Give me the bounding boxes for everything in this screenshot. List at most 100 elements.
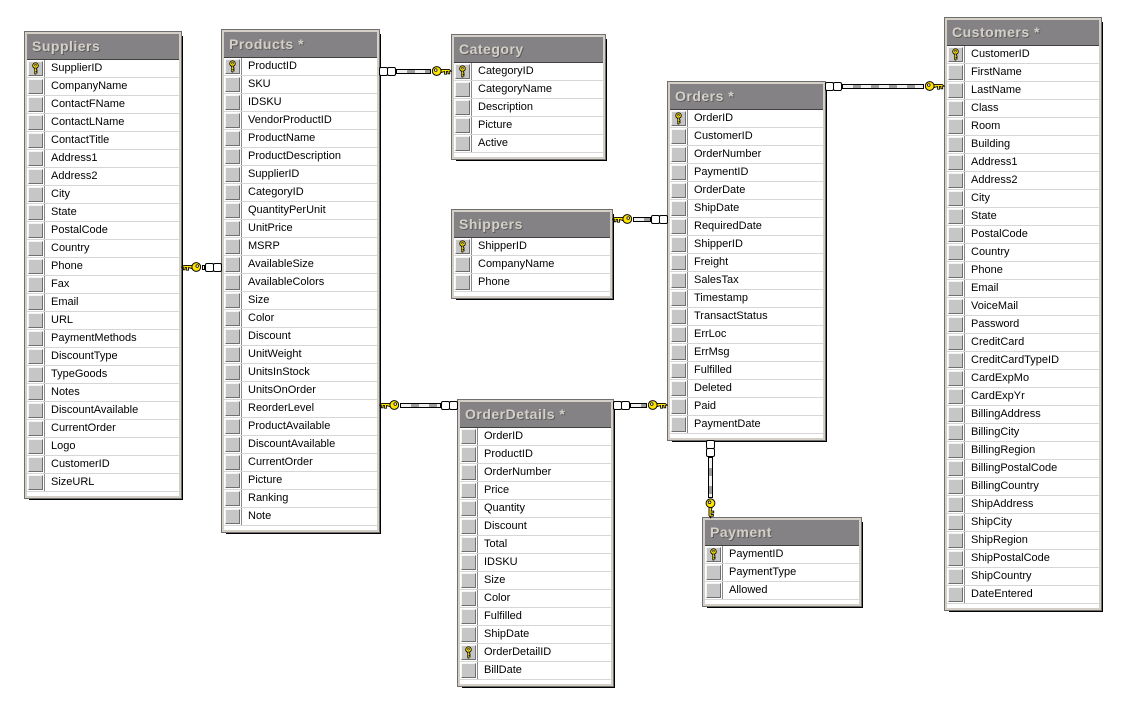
field-row-orderdetails-price[interactable]: Price (460, 482, 611, 500)
field-row-customers-billingpostalcode[interactable]: BillingPostalCode (947, 460, 1099, 478)
field-row-orderdetails-fulfilled[interactable]: Fulfilled (460, 608, 611, 626)
field-row-orderdetails-orderdetailid[interactable]: OrderDetailID (460, 644, 611, 662)
field-row-customers-shipaddress[interactable]: ShipAddress (947, 496, 1099, 514)
field-row-orders-paymentid[interactable]: PaymentID (670, 164, 823, 182)
relationship-connector-orders-customers[interactable] (825, 79, 945, 93)
table-category-header[interactable]: Category (454, 37, 603, 63)
field-row-suppliers-city[interactable]: City (27, 186, 179, 204)
field-row-orders-fulfilled[interactable]: Fulfilled (670, 362, 823, 380)
field-row-products-color[interactable]: Color (224, 310, 377, 328)
field-row-customers-shipcity[interactable]: ShipCity (947, 514, 1099, 532)
field-row-orders-salestax[interactable]: SalesTax (670, 272, 823, 290)
field-row-customers-billingcity[interactable]: BillingCity (947, 424, 1099, 442)
field-row-orders-orderid[interactable]: OrderID (670, 110, 823, 128)
field-row-customers-billingaddress[interactable]: BillingAddress (947, 406, 1099, 424)
relationship-connector-shippers-orders[interactable] (612, 212, 668, 226)
field-row-products-unitsinstock[interactable]: UnitsInStock (224, 364, 377, 382)
field-row-products-unitweight[interactable]: UnitWeight (224, 346, 377, 364)
field-row-suppliers-contactfname[interactable]: ContactFName (27, 96, 179, 114)
field-row-orderdetails-quantity[interactable]: Quantity (460, 500, 611, 518)
field-row-customers-country[interactable]: Country (947, 244, 1099, 262)
field-row-category-description[interactable]: Description (454, 99, 603, 117)
field-row-orders-errloc[interactable]: ErrLoc (670, 326, 823, 344)
field-row-products-productavailable[interactable]: ProductAvailable (224, 418, 377, 436)
field-row-customers-creditcard[interactable]: CreditCard (947, 334, 1099, 352)
field-row-suppliers-email[interactable]: Email (27, 294, 179, 312)
field-row-products-reorderlevel[interactable]: ReorderLevel (224, 400, 377, 418)
field-row-customers-shipcountry[interactable]: ShipCountry (947, 568, 1099, 586)
field-row-customers-customerid[interactable]: CustomerID (947, 46, 1099, 64)
field-row-products-productdescription[interactable]: ProductDescription (224, 148, 377, 166)
field-row-customers-postalcode[interactable]: PostalCode (947, 226, 1099, 244)
field-row-products-quantityperunit[interactable]: QuantityPerUnit (224, 202, 377, 220)
field-row-orderdetails-size[interactable]: Size (460, 572, 611, 590)
field-row-orderdetails-color[interactable]: Color (460, 590, 611, 608)
field-row-products-categoryid[interactable]: CategoryID (224, 184, 377, 202)
field-row-orders-paymentdate[interactable]: PaymentDate (670, 416, 823, 434)
field-row-customers-shipregion[interactable]: ShipRegion (947, 532, 1099, 550)
field-row-orderdetails-discount[interactable]: Discount (460, 518, 611, 536)
field-row-suppliers-currentorder[interactable]: CurrentOrder (27, 420, 179, 438)
field-row-orders-freight[interactable]: Freight (670, 254, 823, 272)
field-row-suppliers-contacttitle[interactable]: ContactTitle (27, 132, 179, 150)
field-row-orders-customerid[interactable]: CustomerID (670, 128, 823, 146)
field-row-suppliers-contactlname[interactable]: ContactLName (27, 114, 179, 132)
field-row-orderdetails-idsku[interactable]: IDSKU (460, 554, 611, 572)
field-row-suppliers-postalcode[interactable]: PostalCode (27, 222, 179, 240)
field-row-suppliers-notes[interactable]: Notes (27, 384, 179, 402)
field-row-customers-firstname[interactable]: FirstName (947, 64, 1099, 82)
field-row-suppliers-fax[interactable]: Fax (27, 276, 179, 294)
table-orders-header[interactable]: Orders * (670, 84, 823, 110)
field-row-products-idsku[interactable]: IDSKU (224, 94, 377, 112)
field-row-suppliers-url[interactable]: URL (27, 312, 179, 330)
table-suppliers-header[interactable]: Suppliers (27, 34, 179, 60)
table-customers-header[interactable]: Customers * (947, 20, 1099, 46)
field-row-products-currentorder[interactable]: CurrentOrder (224, 454, 377, 472)
field-row-shippers-shipperid[interactable]: ShipperID (454, 238, 610, 256)
field-row-products-size[interactable]: Size (224, 292, 377, 310)
field-row-orders-transactstatus[interactable]: TransactStatus (670, 308, 823, 326)
field-row-products-availablecolors[interactable]: AvailableColors (224, 274, 377, 292)
field-row-customers-billingcountry[interactable]: BillingCountry (947, 478, 1099, 496)
field-row-category-categoryname[interactable]: CategoryName (454, 81, 603, 99)
field-row-customers-address2[interactable]: Address2 (947, 172, 1099, 190)
field-row-orderdetails-total[interactable]: Total (460, 536, 611, 554)
field-row-orderdetails-orderid[interactable]: OrderID (460, 428, 611, 446)
field-row-products-unitprice[interactable]: UnitPrice (224, 220, 377, 238)
relationship-connector-products-orderdetails[interactable] (379, 398, 458, 412)
field-row-customers-address1[interactable]: Address1 (947, 154, 1099, 172)
field-row-suppliers-supplierid[interactable]: SupplierID (27, 60, 179, 78)
field-row-products-note[interactable]: Note (224, 508, 377, 526)
field-row-payment-allowed[interactable]: Allowed (705, 582, 859, 600)
field-row-suppliers-state[interactable]: State (27, 204, 179, 222)
field-row-category-active[interactable]: Active (454, 135, 603, 153)
field-row-orderdetails-shipdate[interactable]: ShipDate (460, 626, 611, 644)
field-row-products-productid[interactable]: ProductID (224, 58, 377, 76)
table-orderdetails-header[interactable]: OrderDetails * (460, 402, 611, 428)
field-row-category-categoryid[interactable]: CategoryID (454, 63, 603, 81)
field-row-suppliers-companyname[interactable]: CompanyName (27, 78, 179, 96)
field-row-suppliers-paymentmethods[interactable]: PaymentMethods (27, 330, 179, 348)
field-row-orders-paid[interactable]: Paid (670, 398, 823, 416)
field-row-customers-city[interactable]: City (947, 190, 1099, 208)
field-row-orderdetails-billdate[interactable]: BillDate (460, 662, 611, 680)
field-row-customers-email[interactable]: Email (947, 280, 1099, 298)
field-row-orders-orderdate[interactable]: OrderDate (670, 182, 823, 200)
field-row-suppliers-address2[interactable]: Address2 (27, 168, 179, 186)
field-row-suppliers-typegoods[interactable]: TypeGoods (27, 366, 179, 384)
field-row-products-supplierid[interactable]: SupplierID (224, 166, 377, 184)
relationship-connector-orderdetails-orders[interactable] (613, 398, 668, 412)
field-row-products-picture[interactable]: Picture (224, 472, 377, 490)
table-products-header[interactable]: Products * (224, 32, 377, 58)
field-row-category-picture[interactable]: Picture (454, 117, 603, 135)
field-row-customers-phone[interactable]: Phone (947, 262, 1099, 280)
field-row-customers-creditcardtypeid[interactable]: CreditCardTypeID (947, 352, 1099, 370)
field-row-customers-cardexpyr[interactable]: CardExpYr (947, 388, 1099, 406)
field-row-orders-deleted[interactable]: Deleted (670, 380, 823, 398)
field-row-orders-timestamp[interactable]: Timestamp (670, 290, 823, 308)
field-row-orderdetails-ordernumber[interactable]: OrderNumber (460, 464, 611, 482)
